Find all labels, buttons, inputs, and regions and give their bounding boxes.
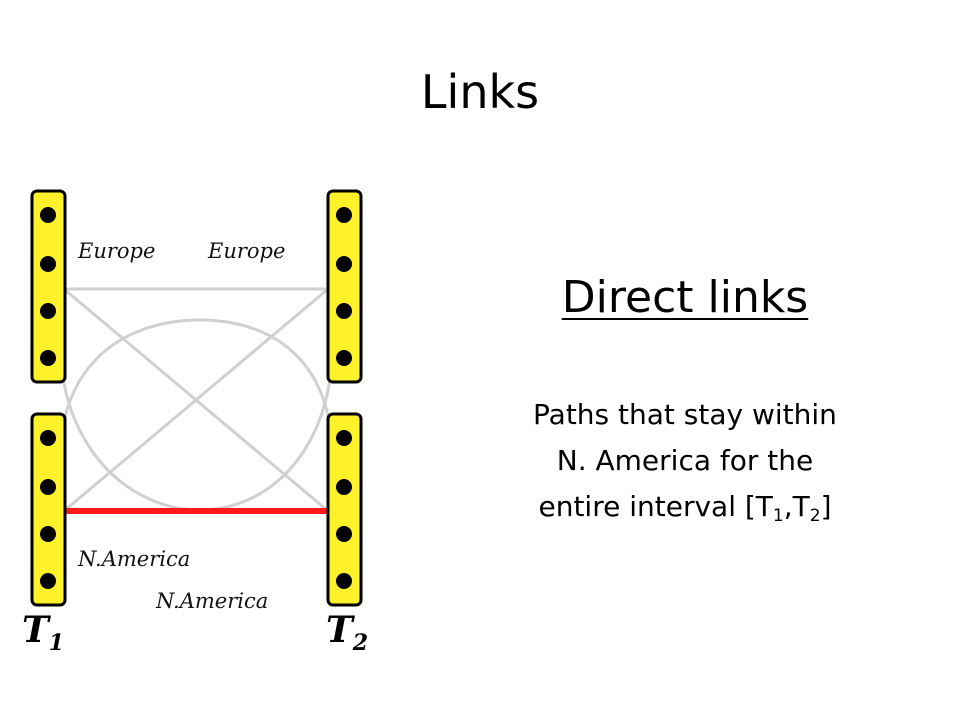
label-namerica-left: N.America [77, 547, 190, 571]
t1-namerica-node [40, 526, 56, 542]
t1-europe-node [40, 350, 56, 366]
t2-europe-bar [326, 189, 363, 384]
t1-namerica-node [40, 430, 56, 446]
time-label-t2: T2 [326, 609, 368, 656]
desc-line-3: entire interval [T1,T2] [470, 484, 900, 530]
gray-links [58, 287, 335, 513]
links-diagram: Europe Europe N.America N.America T1 T2 [22, 189, 368, 656]
t1-namerica-bar [30, 412, 67, 607]
desc-line-3-prefix: entire interval [T [538, 490, 773, 523]
t2-namerica-node [336, 526, 352, 542]
slide-title: Links [420, 65, 540, 119]
t1-europe-node [40, 303, 56, 319]
t2-letter: T [326, 609, 355, 651]
desc-close: ] [820, 490, 832, 523]
t1-namerica-node [40, 573, 56, 589]
link-namerica-to-europe [63, 287, 329, 513]
label-europe-left: Europe [77, 239, 155, 263]
desc-line-2: N. America for the [556, 444, 814, 477]
t2-namerica-node [336, 430, 352, 446]
t1-subscript: 1 [49, 630, 64, 656]
desc-comma: ,T [783, 490, 810, 523]
t2-subscript: 2 [352, 630, 368, 656]
label-namerica-right: N.America [155, 589, 268, 613]
t1-column [30, 189, 67, 607]
t1-letter: T [22, 609, 51, 651]
t2-namerica-node [336, 573, 352, 589]
desc-subscript-1: 1 [772, 506, 784, 526]
t2-europe-node [336, 303, 352, 319]
desc-line-1: Paths that stay within [533, 398, 837, 431]
t2-europe-node [336, 350, 352, 366]
time-label-t1: T1 [22, 609, 64, 656]
t2-europe-node [336, 207, 352, 223]
t2-column [326, 189, 363, 607]
t2-namerica-node [336, 479, 352, 495]
t1-europe-node [40, 207, 56, 223]
t2-europe-node [336, 256, 352, 272]
desc-subscript-2: 2 [809, 506, 821, 526]
label-europe-right: Europe [207, 239, 285, 263]
t1-europe-node [40, 256, 56, 272]
direct-links-description: Paths that stay within N. America for th… [470, 392, 900, 530]
link-curve-right-bottom [199, 318, 335, 512]
t1-namerica-node [40, 479, 56, 495]
direct-links-heading: Direct links [561, 272, 809, 323]
t1-europe-bar [30, 189, 67, 384]
t2-namerica-bar [326, 412, 363, 607]
